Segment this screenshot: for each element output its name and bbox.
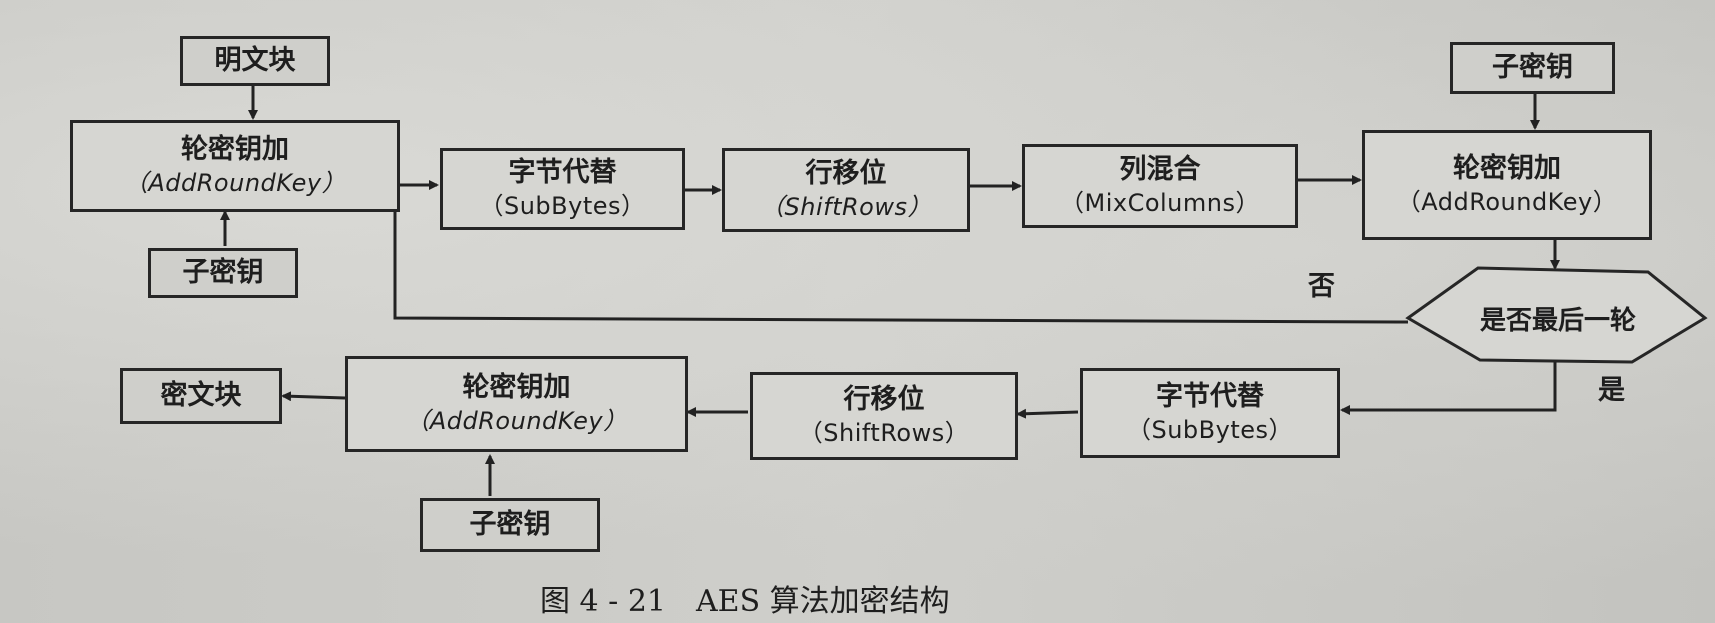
figure-caption: 图 4 - 21 AES 算法加密结构 [540, 584, 950, 619]
shiftrows-final-en-label: （ShiftRows） [798, 419, 970, 447]
addroundkey-box-final: 轮密钥加 （AddRoundKey） [345, 356, 688, 452]
addroundkey-label: 轮密钥加 [181, 134, 289, 165]
subkey-label: 子密钥 [182, 257, 264, 288]
arrow-decision-to-subbytes-2 [1340, 358, 1557, 415]
subkey-final-label: 子密钥 [469, 509, 551, 540]
arrow-loop-back [390, 193, 1409, 324]
plaintext-label: 明文块 [214, 45, 296, 76]
shiftrows-final-label: 行移位 [843, 384, 925, 415]
no-branch-label: 否 [1308, 271, 1335, 302]
subbytes-box-round: 字节代替 （SubBytes） [440, 148, 685, 230]
addroundkey-final-en-label: （AddRoundKey） [405, 407, 628, 435]
mixcolumns-box-round: 列混合 （MixColumns） [1022, 144, 1298, 228]
yes-branch-label: 是 [1598, 375, 1625, 406]
shiftrows-box-final: 行移位 （ShiftRows） [750, 372, 1018, 460]
ciphertext-label: 密文块 [160, 380, 242, 411]
plaintext-block-box: 明文块 [180, 36, 330, 86]
mixcolumns-en-label: （MixColumns） [1060, 189, 1260, 217]
shiftrows-label: 行移位 [805, 158, 887, 189]
subkey-round-label: 子密钥 [1492, 52, 1573, 83]
subbytes-en-label: （SubBytes） [479, 192, 646, 220]
subkey-box-round: 子密钥 [1450, 42, 1615, 94]
addroundkey-box-round: 轮密钥加 （AddRoundKey） [1362, 130, 1652, 240]
arrow-subbytes-to-shiftrows-2 [1016, 408, 1079, 419]
subbytes-final-label: 字节代替 [1156, 381, 1264, 412]
addroundkey-round-en-label: （AddRoundKey） [1396, 188, 1618, 216]
arrow-addroundkey-to-ciphertext [281, 391, 346, 402]
decision-diamond [1405, 266, 1708, 364]
addroundkey-en-label: （AddRoundKey） [123, 169, 347, 197]
addroundkey-box-initial: 轮密钥加 （AddRoundKey） [70, 120, 400, 212]
subkey-box-final: 子密钥 [420, 498, 600, 552]
subkey-box-initial: 子密钥 [148, 248, 298, 298]
subbytes-final-en-label: （SubBytes） [1126, 416, 1294, 444]
mixcolumns-label: 列混合 [1119, 154, 1201, 185]
subbytes-box-final: 字节代替 （SubBytes） [1080, 368, 1340, 458]
addroundkey-final-label: 轮密钥加 [462, 372, 571, 403]
shiftrows-box-round: 行移位 （ShiftRows） [722, 148, 970, 232]
subbytes-label: 字节代替 [508, 157, 617, 188]
ciphertext-block-box: 密文块 [120, 368, 282, 424]
decision-label: 是否最后一轮 [1479, 306, 1636, 336]
addroundkey-round-label: 轮密钥加 [1453, 153, 1561, 184]
shiftrows-en-label: （ShiftRows） [760, 193, 932, 221]
